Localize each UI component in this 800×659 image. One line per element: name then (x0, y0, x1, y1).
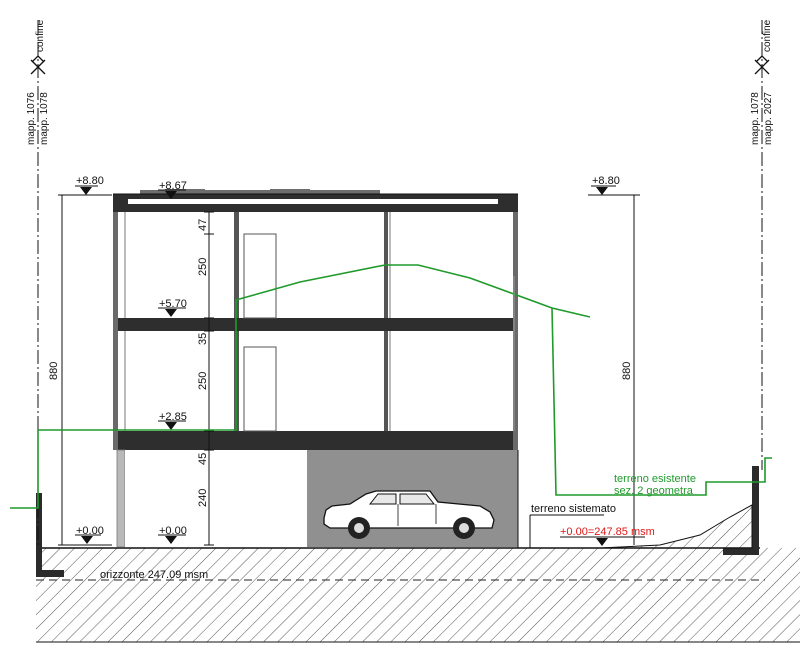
left-retaining-wall (36, 493, 64, 577)
mapp-right-2: mapp. 2027 (763, 92, 774, 145)
boundary-right (754, 20, 770, 470)
level-marker-right-top (591, 185, 616, 195)
level-first-floor-label: +2.85 (159, 411, 187, 423)
right-retaining-wall (599, 466, 759, 555)
horizon-label: orizzonte 247.09 msm (100, 569, 208, 581)
ground-hatch (36, 547, 800, 643)
confine-label-right: confine (762, 19, 773, 52)
dim-250-upper: 250 (197, 258, 209, 276)
dim-45: 45 (197, 453, 209, 465)
level-ground-left-label: +0.00 (76, 525, 104, 537)
survey-section-label: sez. 2 geometra (614, 485, 694, 497)
dim-35: 35 (197, 333, 209, 345)
level-marker-left-top (75, 185, 98, 195)
vertical-dimension-chain (204, 211, 214, 546)
reference-level-label: +0.00=247.85 msm (560, 526, 655, 538)
confine-label-left: confine (35, 19, 46, 52)
existing-terrain-label: terreno esistente (614, 473, 696, 485)
dim-47: 47 (197, 219, 209, 231)
dimension-880-left-label: 880 (48, 362, 60, 380)
level-ground-center-label: +0.00 (159, 525, 187, 537)
mapp-right-1: mapp. 1078 (750, 92, 761, 145)
car-icon (323, 490, 495, 539)
level-marker-second-floor (158, 307, 186, 317)
level-marker-ground-left (75, 534, 101, 544)
level-roof-label: +8.67 (159, 180, 187, 192)
dimension-880-right-label: 880 (621, 362, 633, 380)
dimension-880-right (588, 194, 640, 545)
finished-terrain-label: terreno sistemato (531, 503, 616, 515)
existing-terrain-line (10, 264, 591, 509)
level-marker-roof (158, 189, 186, 199)
level-marker-first-floor (158, 420, 186, 430)
mapp-left-2: mapp. 1078 (39, 92, 50, 145)
mapp-left-1: mapp. 1076 (26, 92, 37, 145)
level-right-top-label: +8.80 (592, 175, 620, 187)
building (113, 189, 519, 548)
level-second-floor-label: +5.70 (159, 298, 187, 310)
level-marker-ground-center (158, 534, 186, 544)
dim-240: 240 (197, 489, 209, 507)
level-left-top-label: +8.80 (76, 175, 104, 187)
level-marker-reference (560, 536, 645, 546)
existing-terrain-line-right (551, 307, 772, 496)
dim-250-lower: 250 (197, 372, 209, 390)
dimension-880-left (58, 194, 112, 546)
